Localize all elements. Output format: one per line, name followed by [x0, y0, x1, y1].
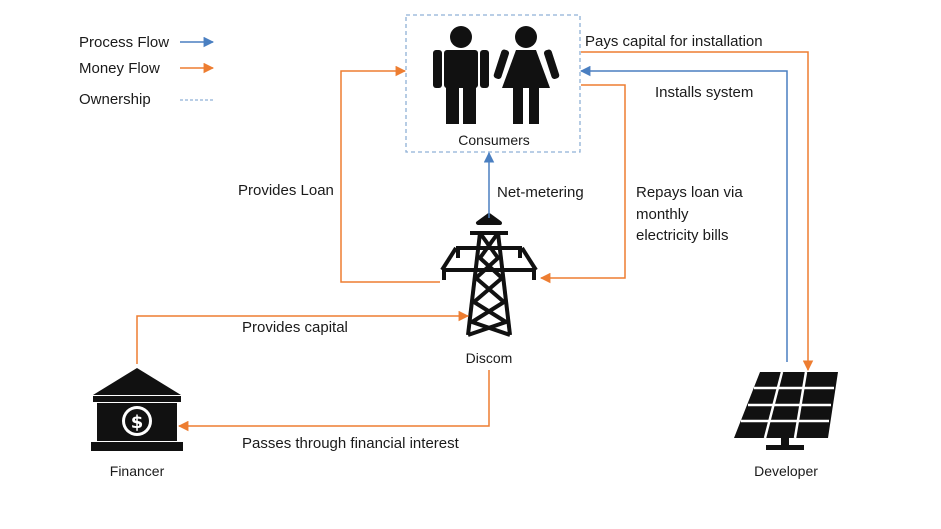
dollar-sign-icon: $	[131, 412, 144, 433]
legend: Process Flow Money Flow Ownership	[79, 34, 215, 108]
legend-process-label: Process Flow	[79, 34, 169, 51]
edge-installs-system-label: Installs system	[655, 84, 753, 101]
edge-pays-capital-label: Pays capital for installation	[585, 33, 763, 50]
discom-label: Discom	[466, 350, 513, 366]
edge-provides-capital-label: Provides capital	[242, 319, 348, 336]
edge-repays-loan	[539, 84, 626, 284]
people-icon	[433, 26, 560, 124]
bank-icon: $	[91, 368, 183, 451]
edge-passes-interest-label: Passes through financial interest	[242, 435, 460, 452]
edge-repays-label-line2: monthly	[636, 206, 689, 223]
edge-provides-loan	[340, 65, 440, 283]
developer-label: Developer	[754, 463, 818, 479]
consumers-ownership-box	[405, 14, 581, 153]
edge-provides-capital	[136, 310, 470, 364]
edge-provides-loan-label: Provides Loan	[238, 182, 334, 199]
transmission-tower-icon	[440, 213, 538, 337]
legend-money-label: Money Flow	[79, 60, 160, 77]
financer-label: Financer	[110, 463, 165, 479]
edge-installs-system	[579, 65, 788, 362]
edge-passes-interest	[177, 370, 490, 432]
edge-net-metering-label: Net-metering	[497, 184, 584, 201]
edge-repays-label-line1: Repays loan via	[636, 184, 743, 201]
edge-repays-label-line3: electricity bills	[636, 227, 729, 244]
edge-pays-capital	[581, 51, 814, 372]
solar-panel-icon	[734, 371, 838, 450]
consumers-label: Consumers	[458, 132, 530, 148]
legend-ownership-label: Ownership	[79, 91, 151, 108]
